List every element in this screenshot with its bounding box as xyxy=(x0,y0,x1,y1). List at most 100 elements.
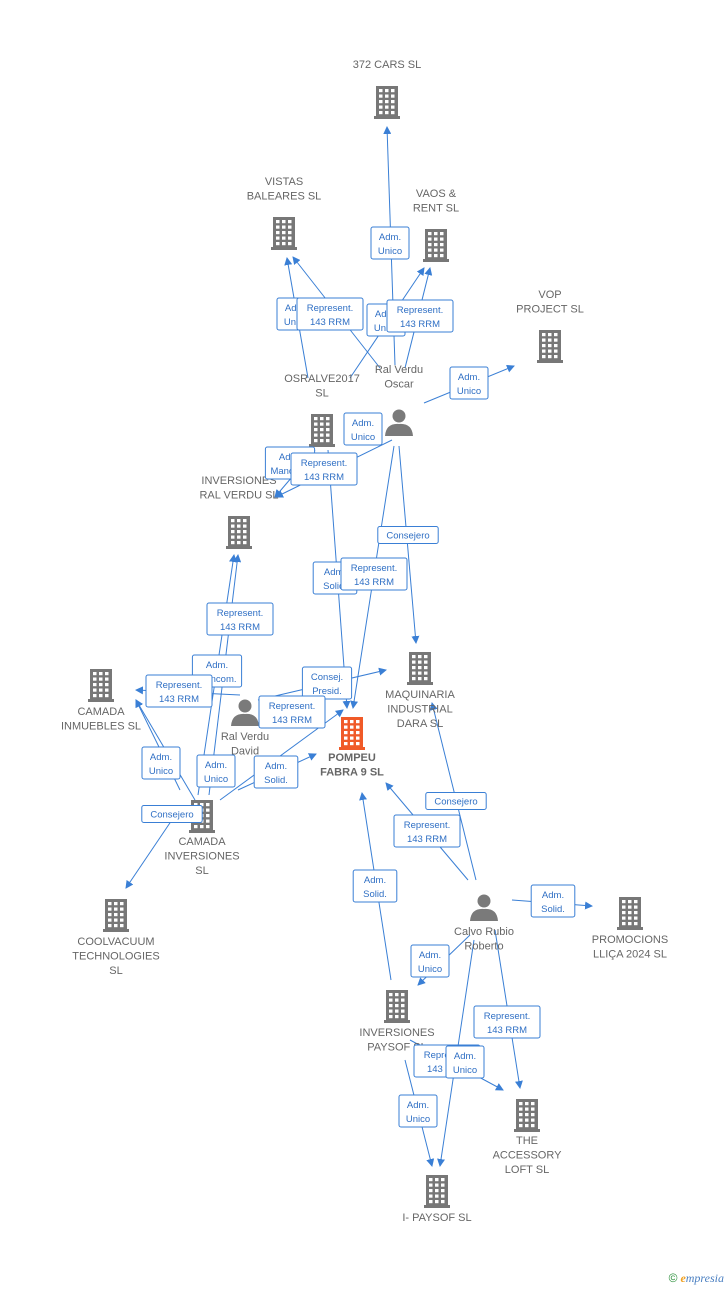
edge-label-text: 143 RRM xyxy=(400,319,440,330)
building-icon xyxy=(339,717,365,750)
edge-label-text: Represent. xyxy=(397,305,443,316)
building-icon xyxy=(374,86,400,119)
edge-label-ralverduoscar-invralverdu[interactable]: Adm.Unico xyxy=(343,412,383,446)
edge-label-text: 143 RRM xyxy=(159,694,199,705)
node-label-line: PAYSOF SL xyxy=(367,1042,427,1054)
node-label-line: I- PAYSOF SL xyxy=(402,1212,471,1224)
building-icon xyxy=(103,899,129,932)
edge-label-text: Adm. xyxy=(352,418,374,429)
edge-label-calvorubio-ipaysof[interactable]: Adm.Unico xyxy=(445,1045,485,1079)
edge-label-text: Consejero xyxy=(386,531,429,542)
node-label-line: Calvo Rubio xyxy=(454,926,514,938)
node-label-line: THE xyxy=(516,1135,538,1147)
building-icon xyxy=(424,1175,450,1208)
edge-label-calvorubio-pompeu[interactable]: Represent. 143 RRM xyxy=(393,814,461,848)
edge-label-text: 143 RRM xyxy=(220,622,260,633)
edge-label-text: Adm. xyxy=(205,760,227,771)
node-label-line: VOP xyxy=(538,289,561,301)
edge-label-camadainv-invralverdu[interactable]: Represent.143 RRM xyxy=(206,602,274,636)
edge-label-camadainv-pompeu[interactable]: Represent.143 RRM xyxy=(258,695,326,729)
edge-label-invpaysof-ipaysof[interactable]: Adm.Unico xyxy=(398,1094,438,1128)
node-label-line: DARA SL xyxy=(397,718,443,730)
building-icon xyxy=(88,669,114,702)
edge-label-calvorubio-promocions[interactable]: Adm.Solid. xyxy=(530,884,576,918)
node-372cars[interactable]: 372 CARS SL xyxy=(353,59,421,119)
edge-label-text: Adm. xyxy=(150,752,172,763)
copyright-symbol: © xyxy=(668,1271,678,1285)
edge-label-ralverduoscar-vaos[interactable]: Represent. 143 RRM xyxy=(386,299,454,333)
node-maquinaria[interactable]: MAQUINARIA INDUSTRIAL DARA SL xyxy=(385,652,455,730)
node-label-line: VAOS & xyxy=(416,188,457,200)
edge-label-ralverduoscar-maquinaria[interactable]: Consejero xyxy=(377,526,439,544)
edge-label-text: Unico xyxy=(284,317,308,328)
edge-label-text: 143 RRM xyxy=(407,834,447,845)
edge-label-text: Adm. xyxy=(375,309,397,320)
node-label-line: INDUSTRIAL xyxy=(387,704,452,716)
edge-label-text: Represent. xyxy=(404,820,450,831)
edge-label-ralverduoscar-pompeu[interactable]: Represent. 143 RRM xyxy=(340,557,408,591)
node-label-line: INVERSIONES xyxy=(359,1027,434,1039)
node-label-line: TECHNOLOGIES xyxy=(72,951,159,963)
edge-label-text: Adm. xyxy=(279,452,301,463)
edge-label-calvorubio-ipaysof[interactable]: Adm.Unico xyxy=(410,944,450,978)
node-label-line: MAQUINARIA xyxy=(385,689,455,701)
edge-label-text: 143 RRM xyxy=(487,1025,527,1036)
edge-label-text: Solid. xyxy=(363,889,387,900)
edge-label-ralverdudavid-maquinaria[interactable]: Consej.Presid. xyxy=(301,666,353,700)
edge-label-camadainv-camadainm[interactable]: Adm.Unico xyxy=(141,746,181,780)
edge-label-ralverduoscar-vistas[interactable]: Represent.143 RRM xyxy=(296,297,364,331)
edge-label-calvorubio-maquinaria[interactable]: Consejero xyxy=(425,792,487,810)
edge-label-text: Unico xyxy=(453,1065,477,1076)
node-label-line: RENT SL xyxy=(413,203,459,215)
node-label-line: SL xyxy=(109,965,122,977)
node-label-line: ACCESSORY xyxy=(493,1150,563,1162)
edge-label-camadainv-pompeu[interactable]: Adm.Solid. xyxy=(253,755,299,789)
node-label-line: INVERSIONES xyxy=(201,475,276,487)
edge-label-ralverdudavid-camadainm[interactable]: Represent.143 RRM xyxy=(145,674,213,708)
node-label-line: CAMADA xyxy=(77,706,125,718)
node-vaos[interactable]: VAOS & RENT SL xyxy=(413,188,459,262)
edge-label-calvorubio-accessory[interactable]: Represent.143 RRM xyxy=(473,1005,541,1039)
edge-label-text: Mancom. xyxy=(197,674,236,685)
node-label-line: 372 CARS SL xyxy=(353,59,421,71)
node-label-line: Ral Verdu xyxy=(375,364,423,376)
node-label-line: VISTAS xyxy=(265,176,303,188)
edge-label-text: 143 RRM xyxy=(354,577,394,588)
building-icon xyxy=(271,217,297,250)
edge-label-text: Adm. xyxy=(379,232,401,243)
node-label-line: SL xyxy=(315,388,328,400)
edge-label-text: Represent. xyxy=(351,563,397,574)
edge-label-ralverduoscar-vop[interactable]: Adm.Unico xyxy=(449,366,489,400)
building-icon xyxy=(423,229,449,262)
edge-label-invpaysof-pompeu[interactable]: Adm.Solid. xyxy=(352,869,398,903)
edge-label-camadainv-camadainm[interactable]: Adm.Unico xyxy=(196,754,236,788)
edge-label-text: Unico xyxy=(378,246,402,257)
edge-label-ralverduoscar-372cars[interactable]: Adm. Unico xyxy=(370,226,410,260)
edge-label-text: Unico xyxy=(457,386,481,397)
edge-line-ralverduoscar-maquinaria xyxy=(398,445,420,644)
empresia-logo[interactable]: ©empresia xyxy=(669,1271,724,1286)
node-ipaysof[interactable]: I- PAYSOF SL xyxy=(402,1175,472,1224)
edge-label-camadainv-coolvacuum[interactable]: Consejero xyxy=(141,805,203,823)
edge-label-ralverduoscar-invralverdu[interactable]: Represent.143 RRM xyxy=(290,452,358,486)
edge-label-text: Solid. xyxy=(323,581,347,592)
edge-label-text: Represent. xyxy=(307,303,353,314)
edge-label-text: Solid. xyxy=(541,904,565,915)
node-invpaysof[interactable]: INVERSIONES PAYSOF SL xyxy=(359,990,435,1054)
edge-label-text: 143 RRM xyxy=(304,472,344,483)
